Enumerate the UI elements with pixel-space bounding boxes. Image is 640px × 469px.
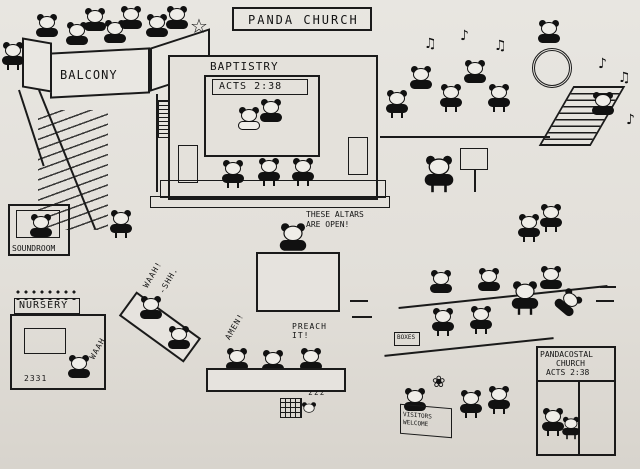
panda-visitor-2 (488, 386, 510, 414)
flagpole (156, 94, 158, 192)
balcony-label: BALCONY (60, 68, 118, 82)
panda-under-pew-blanket (280, 398, 302, 418)
soundroom-window (16, 210, 60, 238)
panda-front-pew-1 (226, 348, 248, 376)
nursery-flowers-icon (14, 288, 80, 300)
acts-sign-text: ACTS 2:38 (219, 81, 283, 92)
panda-balcony-6 (146, 14, 168, 42)
panda-pew-r2 (478, 268, 500, 296)
music-note-icon-2: ♪ (460, 28, 469, 44)
baptistry-window (204, 75, 320, 157)
panda-choir-2 (410, 66, 432, 94)
panda-door-1 (542, 408, 564, 436)
door-left (178, 145, 198, 183)
nursery-label: NURSERY (19, 300, 69, 311)
panda-choir-5 (488, 84, 510, 112)
door-sign-line-3: ACTS 2:38 (546, 368, 590, 377)
pandacostal-door: PANDACOSTAL CHURCH ACTS 2:38 (536, 346, 616, 456)
nursery-sign: NURSERY (14, 298, 80, 314)
panda-preacher (279, 223, 307, 257)
panda-balcony-7 (166, 6, 188, 34)
star-icon: ☆ (190, 14, 208, 38)
nursery-ark-picture (24, 328, 66, 354)
snore-text: zzz (308, 388, 326, 397)
panda-aisle-1 (518, 214, 540, 242)
panda-soundroom-standing (110, 210, 132, 238)
music-note-icon-3: ♫ (494, 38, 507, 54)
panda-pianist (592, 92, 614, 120)
pulpit (256, 252, 340, 312)
choir-area: ♫ ♪ ♫ ♪ ♫ ♪ (380, 20, 640, 150)
panda-step-3 (292, 158, 314, 186)
panda-pew-r5 (470, 306, 492, 334)
panda-back-pew-2 (168, 326, 190, 354)
panda-stair-top (2, 42, 24, 70)
panda-choir-1 (386, 90, 408, 118)
pulpit-speech: THESE ALTARS ARE OPEN! (306, 210, 364, 229)
music-stand (460, 148, 488, 170)
panda-drummer (538, 20, 560, 48)
balcony-side-left (22, 37, 52, 93)
panda-balcony-1 (36, 14, 58, 42)
drum-kit-icon (532, 48, 572, 88)
panda-nursery (68, 355, 90, 383)
panda-step-2 (258, 158, 280, 186)
title-text: PANDA CHURCH (248, 13, 359, 27)
panda-sound-tech (30, 214, 52, 242)
music-note-icon-5: ♫ (618, 70, 631, 86)
panda-door-2 (562, 416, 580, 440)
soundroom-label: SOUNDROOM (12, 244, 56, 253)
panda-pew-r6 (511, 281, 539, 315)
panda-baptizer (260, 99, 282, 127)
door-sign-line-1: PANDACOSTAL (540, 350, 593, 359)
panda-sleeping (301, 402, 316, 422)
panda-aisle-2 (540, 204, 562, 232)
panda-step-1 (222, 160, 244, 188)
baptistry: BAPTISTRY ACTS 2:38 (168, 55, 378, 200)
panda-choir-3 (440, 84, 462, 112)
panda-front-pew-3 (300, 348, 322, 376)
panda-conductor (424, 155, 454, 193)
visitors-table: VISITORS WELCOME (400, 403, 452, 439)
music-note-icon-1: ♫ (424, 36, 437, 52)
baptistry-label: BAPTISTRY (210, 60, 279, 73)
flower-vase-icon: ❀ (432, 372, 446, 391)
balcony: BALCONY (20, 28, 220, 100)
panda-pew-r1 (430, 270, 452, 298)
front-pew-speech-preach: PREACH IT! (292, 322, 327, 340)
panda-balcony-2 (66, 22, 88, 50)
door-right (348, 137, 368, 175)
panda-greeter (404, 388, 426, 416)
panda-back-pew-1 (140, 296, 162, 324)
nursery-crib-label: 2331 (24, 374, 48, 383)
title-sign: PANDA CHURCH (232, 7, 372, 31)
nursery-room (10, 314, 106, 390)
front-pew (206, 368, 346, 392)
music-note-icon-4: ♪ (598, 56, 607, 72)
panda-baptized (238, 107, 260, 135)
panda-balcony-3 (84, 8, 106, 36)
offering-boxes: BOXES (394, 332, 420, 346)
front-pew-speech-amen: AMEN! (223, 311, 246, 342)
panda-balcony-5 (120, 6, 142, 34)
door-sign-line-2: CHURCH (556, 359, 585, 368)
soundroom: SOUNDROOM (8, 204, 70, 256)
back-pew-speech-2: -SHH. (157, 265, 180, 296)
panda-pew-r3 (540, 266, 562, 294)
panda-pew-r4 (432, 308, 454, 336)
panda-choir-4 (464, 60, 486, 88)
offering-box-label: BOXES (397, 334, 416, 341)
music-note-icon-6: ♪ (626, 112, 635, 128)
acts-sign: ACTS 2:38 (212, 79, 308, 95)
visitors-label: VISITORS WELCOME (403, 410, 432, 429)
baptistry-steps-lower (150, 196, 390, 208)
panda-visitor-1 (460, 390, 482, 418)
